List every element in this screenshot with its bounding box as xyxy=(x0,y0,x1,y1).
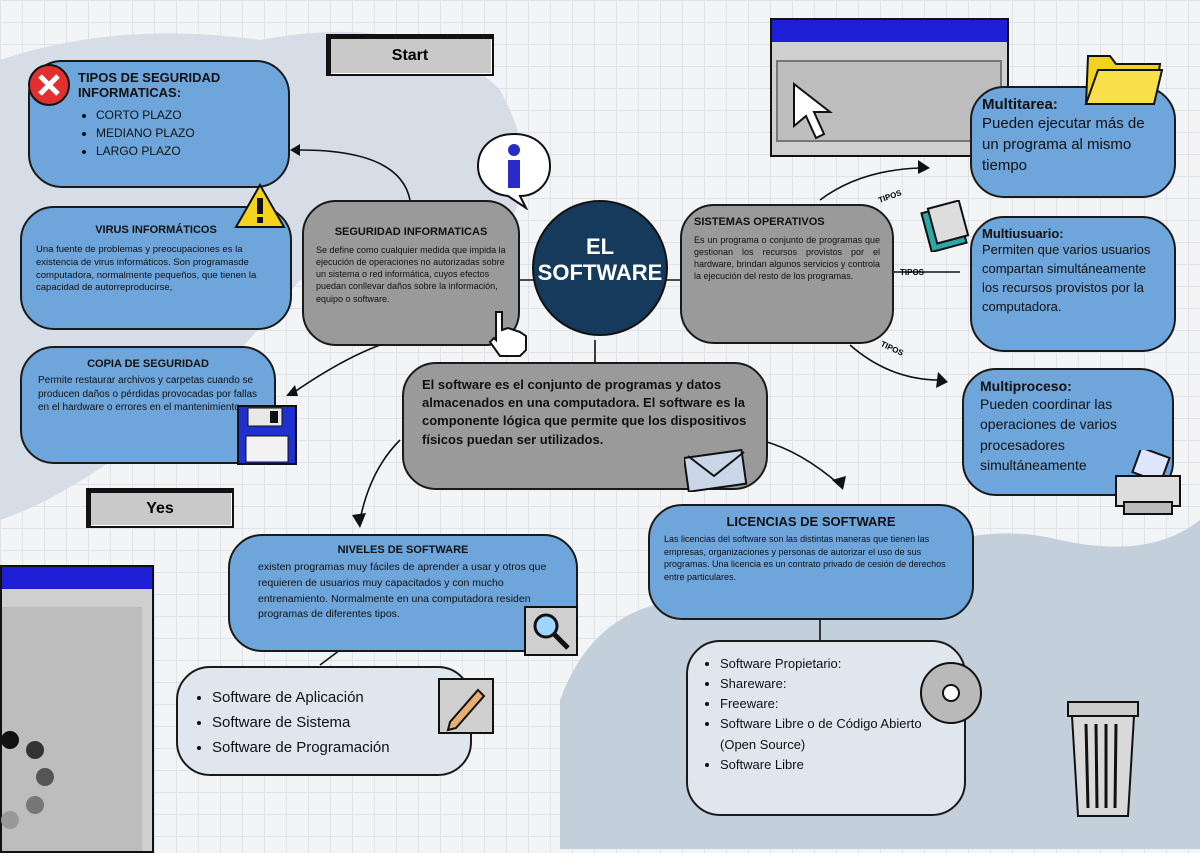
multitarea-text: Pueden ejecutar más de un programa al mi… xyxy=(982,115,1145,174)
list-item: Software de Aplicación xyxy=(212,686,454,711)
tipos-label-2: TIPOS xyxy=(900,268,925,277)
niveles-box: NIVELES DE SOFTWARE existen programas mu… xyxy=(228,534,578,652)
list-item: CORTO PLAZO xyxy=(96,106,272,124)
seguridad-title: SEGURIDAD INFORMATICAS xyxy=(334,226,488,238)
start-button[interactable]: Start xyxy=(326,34,494,76)
hand-pointer-icon xyxy=(488,311,527,357)
window-decor-topright xyxy=(770,18,1009,157)
error-icon xyxy=(28,64,70,106)
list-item: Software Propietario: xyxy=(720,654,950,674)
list-item: LARGO PLAZO xyxy=(96,142,272,160)
niveles-title: NIVELES DE SOFTWARE xyxy=(337,544,469,556)
copia-box: COPIA DE SEGURIDAD Permite restaurar arc… xyxy=(20,346,276,464)
cursor-arrow-icon xyxy=(793,81,833,140)
cd-disc-icon xyxy=(920,662,982,724)
multiusuario-title: Multiusuario: xyxy=(982,226,1064,241)
warning-icon xyxy=(234,182,286,228)
virus-box: VIRUS INFORMÁTICOS Una fuente de problem… xyxy=(20,206,292,330)
list-item: MEDIANO PLAZO xyxy=(96,124,272,142)
center-title-line2: SOFTWARE xyxy=(537,260,663,285)
multitarea-title: Multitarea: xyxy=(982,96,1058,113)
seguridad-text: Se define como cualquier medida que impi… xyxy=(316,245,506,304)
list-item: Shareware: xyxy=(720,674,950,694)
virus-title: VIRUS INFORMÁTICOS xyxy=(95,224,217,236)
licencias-text: Las licencias del software son las disti… xyxy=(664,534,946,582)
list-item: Software de Programación xyxy=(212,736,454,761)
floppy-disk-icon xyxy=(237,405,297,465)
sistemas-title: SISTEMAS OPERATIVOS xyxy=(694,216,825,228)
loading-spinner-icon xyxy=(1,731,54,829)
envelope-icon xyxy=(684,448,748,492)
copia-title: COPIA DE SEGURIDAD xyxy=(87,358,209,370)
tipos-seguridad-list: CORTO PLAZO MEDIANO PLAZO LARGO PLAZO xyxy=(78,106,272,160)
licencias-list-box: Software Propietario: Shareware: Freewar… xyxy=(686,640,966,816)
trash-bin-icon xyxy=(1067,701,1139,817)
window-decor-left xyxy=(0,565,154,853)
niveles-text: existen programas muy fáciles de aprende… xyxy=(258,561,547,621)
sistemas-text: Es un programa o conjunto de programas q… xyxy=(694,235,880,282)
tipos-seguridad-title-1: TIPOS DE SEGURIDAD xyxy=(78,70,221,85)
center-title-line1: EL xyxy=(585,234,615,259)
printer-icon xyxy=(1115,450,1181,515)
multiproceso-title: Multiproceso: xyxy=(980,378,1072,394)
notepad-icon xyxy=(920,200,970,252)
multiusuario-box: Multiusuario: Permiten que varios usuari… xyxy=(970,216,1176,352)
seguridad-box: SEGURIDAD INFORMATICAS Se define como cu… xyxy=(302,200,520,346)
licencias-list: Software Propietario: Shareware: Freewar… xyxy=(702,654,950,775)
yes-button[interactable]: Yes xyxy=(86,488,234,528)
niveles-list: Software de Aplicación Software de Siste… xyxy=(194,686,454,760)
niveles-list-box: Software de Aplicación Software de Siste… xyxy=(176,666,472,776)
tipos-seguridad-box: TIPOS DE SEGURIDAD INFORMATICAS: CORTO P… xyxy=(28,60,290,188)
copia-text: Permite restaurar archivos y carpetas cu… xyxy=(38,375,258,413)
folder-icon xyxy=(1084,55,1164,105)
licencias-title: LICENCIAS DE SOFTWARE xyxy=(726,514,896,529)
info-icon xyxy=(476,132,552,210)
pencil-icon xyxy=(438,678,494,734)
magnifier-icon xyxy=(524,606,578,656)
list-item: Software Libre o de Código Abierto (Open… xyxy=(720,714,950,754)
list-item: Software de Sistema xyxy=(212,711,454,736)
list-item: Freeware: xyxy=(720,694,950,714)
virus-text: Una fuente de problemas y preocupaciones… xyxy=(36,244,257,294)
multiusuario-text: Permiten que varios usuarios compartan s… xyxy=(982,242,1151,314)
center-circle: EL SOFTWARE xyxy=(532,200,668,336)
sistemas-box: SISTEMAS OPERATIVOS Es un programa o con… xyxy=(680,204,894,344)
definition-text: El software es el conjunto de programas … xyxy=(422,377,747,447)
licencias-box: LICENCIAS DE SOFTWARE Las licencias del … xyxy=(648,504,974,620)
multiproceso-text: Pueden coordinar las operaciones de vari… xyxy=(980,396,1117,473)
list-item: Software Libre xyxy=(720,755,950,775)
tipos-seguridad-title-2: INFORMATICAS: xyxy=(78,85,182,100)
